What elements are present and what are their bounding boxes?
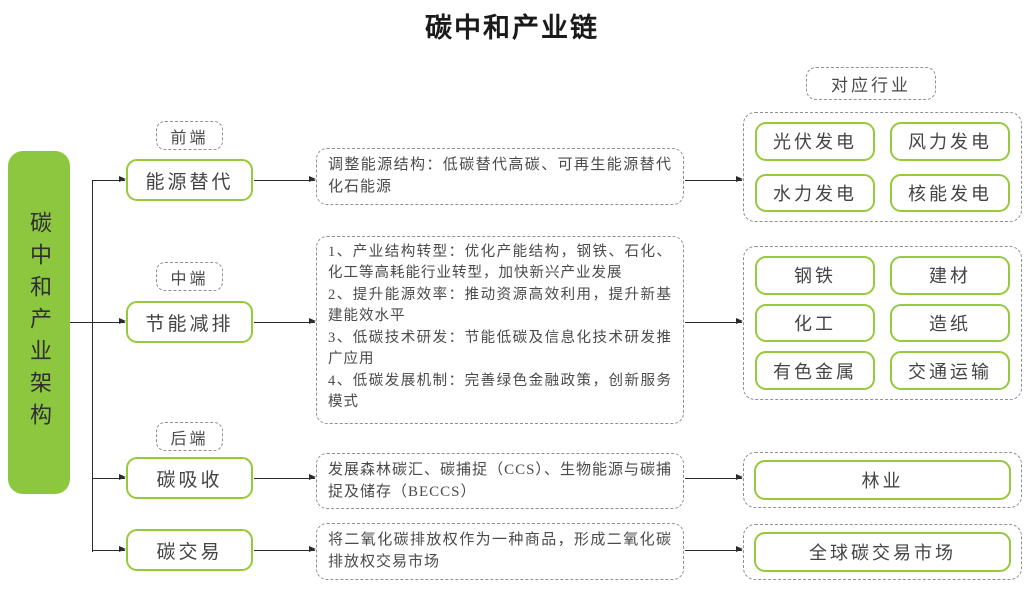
industry-chip-wind-power: 风力发电 [890,122,1010,161]
arrow-desc2-to-industries [685,318,743,325]
arrow-to-node-2 [92,318,126,325]
industry-chip-pv-power: 光伏发电 [755,122,875,161]
description-carbon-trading: 将二氧化碳排放权作为一种商品，形成二氧化碳排放权交易市场 [316,523,684,580]
stage-label-middle: 中端 [156,262,223,291]
industry-chip-steel: 钢铁 [755,256,875,295]
industry-chip-transportation: 交通运输 [890,351,1010,390]
node-carbon-absorption: 碳吸收 [126,457,253,499]
connector-root-line [70,322,93,323]
industry-chip-chemical: 化工 [755,303,875,343]
arrow-desc1-to-industries [685,176,743,183]
industry-chip-building-material: 建材 [890,256,1010,295]
arrow-node2-to-desc [254,318,316,325]
arrow-to-node-4 [92,546,126,553]
industries-group-forestry: 林业 [743,452,1022,508]
industry-chip-nonferrous-metal: 有色金属 [755,351,875,390]
arrow-to-node-3 [92,474,126,481]
node-energy-saving: 节能减排 [126,301,253,343]
arrow-node3-to-desc [254,474,316,481]
arrow-desc4-to-industries [685,546,743,553]
stage-label-back: 后端 [156,422,223,451]
arrow-desc3-to-industries [685,474,743,481]
industries-group-power: 光伏发电 风力发电 水力发电 核能发电 [743,112,1022,222]
industry-chip-forestry: 林业 [754,460,1011,500]
industry-chip-nuclear-power: 核能发电 [890,173,1010,212]
corresponding-industries-label: 对应行业 [806,67,936,100]
description-energy-saving: 1、产业结构转型：优化产能结构，钢铁、石化、化工等高耗能行业转型，加快新兴产业发… [316,236,684,424]
stage-label-front: 前端 [156,121,223,150]
arrow-node1-to-desc [254,176,316,183]
node-carbon-trading: 碳交易 [126,529,253,571]
description-carbon-absorption: 发展森林碳汇、碳捕捉（CCS）、生物能源与碳捕捉及储存（BECCS） [316,453,684,509]
arrow-node4-to-desc [254,546,316,553]
industry-chip-global-carbon-market: 全球碳交易市场 [754,532,1011,572]
industry-chip-paper: 造纸 [890,303,1010,343]
connector-trunk-line [92,180,93,552]
arrow-to-node-1 [92,176,126,183]
root-node: 碳中和产业架构 [8,151,70,494]
node-energy-substitution: 能源替代 [126,159,253,201]
industries-group-heavy: 钢铁 建材 化工 造纸 有色金属 交通运输 [743,246,1022,400]
description-energy-substitution: 调整能源结构：低碳替代高碳、可再生能源替代化石能源 [316,148,684,205]
page-title: 碳中和产业链 [425,13,599,43]
industry-chip-hydro-power: 水力发电 [755,173,875,212]
industries-group-carbon-market: 全球碳交易市场 [743,524,1022,580]
